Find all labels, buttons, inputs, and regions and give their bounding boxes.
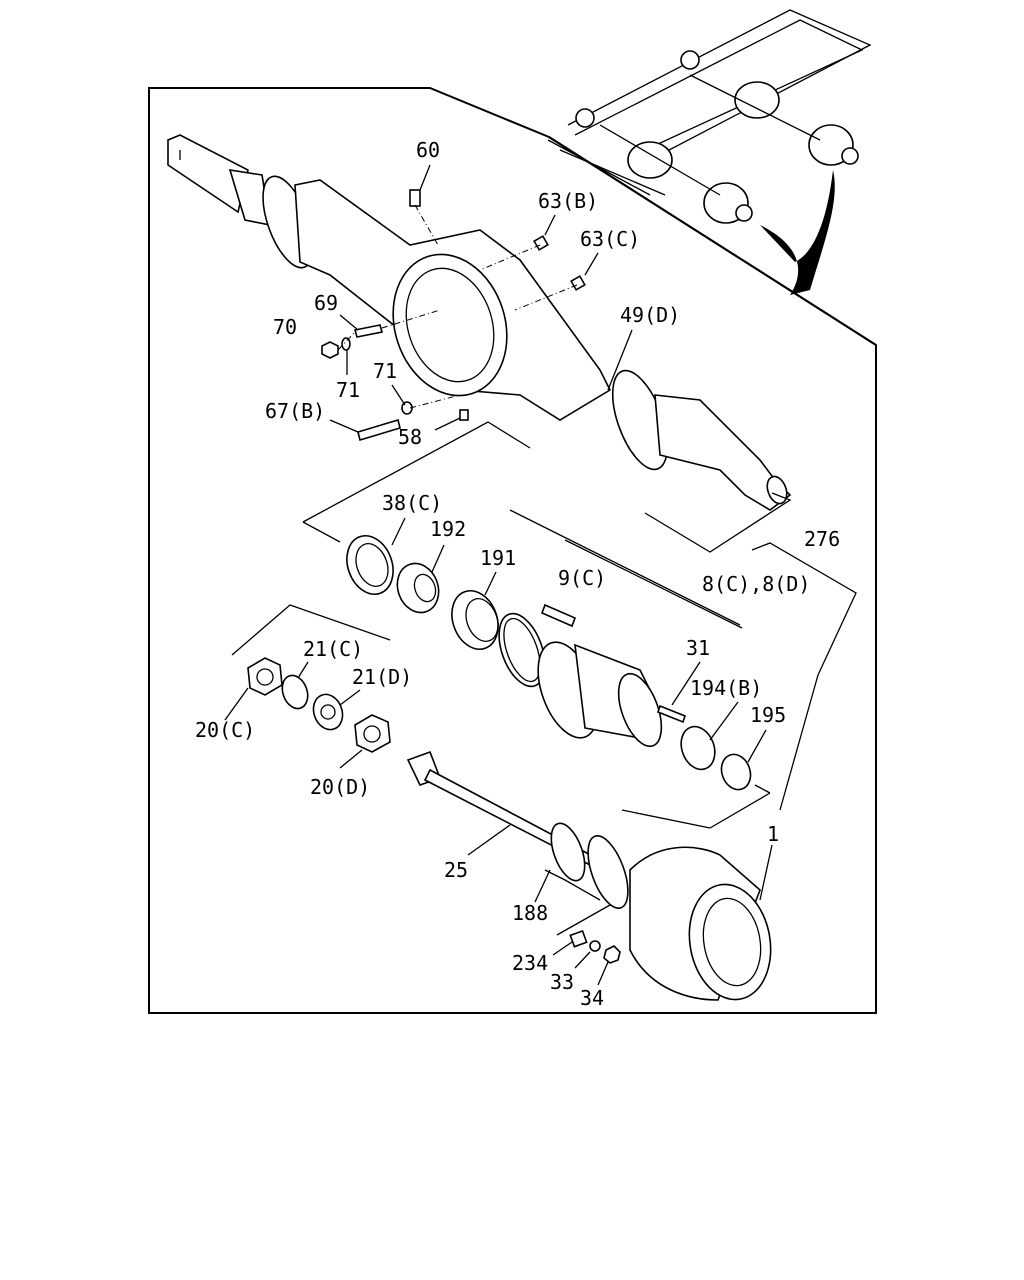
part-labels: 60 63(B) 63(C) 69 70 71 71 67(B) 58 49(D…: [195, 138, 840, 1010]
lock-nut-20d: [354, 714, 391, 753]
label-71a: 71: [336, 378, 360, 402]
thrust-bearing-21d: [312, 693, 344, 731]
label-276: 276: [804, 527, 840, 551]
bearing-195: [720, 753, 752, 791]
breather-60: [409, 189, 421, 207]
brake-drum-1: [629, 846, 772, 1001]
label-188: 188: [512, 901, 548, 925]
stud-69: [353, 324, 384, 338]
nut-70: [321, 341, 339, 359]
plug-63b: [533, 235, 549, 251]
label-21c: 21(C): [303, 637, 363, 661]
plug-58: [459, 409, 469, 421]
label-31: 31: [686, 636, 710, 660]
gasket-188: [550, 822, 586, 882]
washer-71a: [341, 337, 351, 351]
bearing-192: [396, 562, 440, 614]
vehicle-frame-inset: [547, 9, 872, 295]
label-58: 58: [398, 425, 422, 449]
label-63c: 63(C): [580, 227, 640, 251]
axle-housing: [167, 134, 792, 511]
label-63b: 63(B): [538, 189, 598, 213]
label-9c: 9(C): [558, 566, 606, 590]
bearing-cup-194b: [680, 725, 716, 771]
group-brackets: [231, 421, 857, 936]
lock-nut-20c: [247, 657, 283, 696]
washer-33: [589, 940, 601, 952]
label-69: 69: [314, 291, 338, 315]
label-leaders: [224, 164, 773, 986]
stud-31: [657, 704, 686, 724]
label-21d: 21(D): [352, 665, 412, 689]
label-192: 192: [430, 517, 466, 541]
label-20d: 20(D): [310, 775, 370, 799]
axle-shaft-25: [406, 750, 629, 909]
label-71b: 71: [373, 359, 397, 383]
label-25: 25: [444, 858, 468, 882]
hub-bolt: [540, 603, 577, 628]
label-8c-8d: 8(C),8(D): [702, 572, 810, 596]
label-195: 195: [750, 703, 786, 727]
bearing-cup-191: [451, 590, 499, 650]
label-70: 70: [273, 315, 297, 339]
label-191: 191: [480, 546, 516, 570]
plug-63c: [570, 275, 586, 291]
label-34: 34: [580, 986, 604, 1010]
bearing-race-38c: [346, 535, 394, 595]
label-1: 1: [767, 822, 779, 846]
label-20c: 20(C): [195, 718, 255, 742]
nut-234: [569, 929, 588, 948]
label-38c: 38(C): [382, 491, 442, 515]
label-194b: 194(B): [690, 676, 762, 700]
nut-34: [603, 945, 621, 964]
label-60: 60: [416, 138, 440, 162]
dashed-leaders: [337, 204, 578, 409]
washer-21c: [281, 674, 309, 710]
seal-ring: [498, 612, 546, 688]
label-49d: 49(D): [620, 303, 680, 327]
wheel-hub-9c: [537, 641, 663, 748]
bolt-67b: [357, 418, 401, 442]
label-33: 33: [550, 970, 574, 994]
label-67b: 67(B): [265, 399, 325, 423]
label-234: 234: [512, 951, 548, 975]
